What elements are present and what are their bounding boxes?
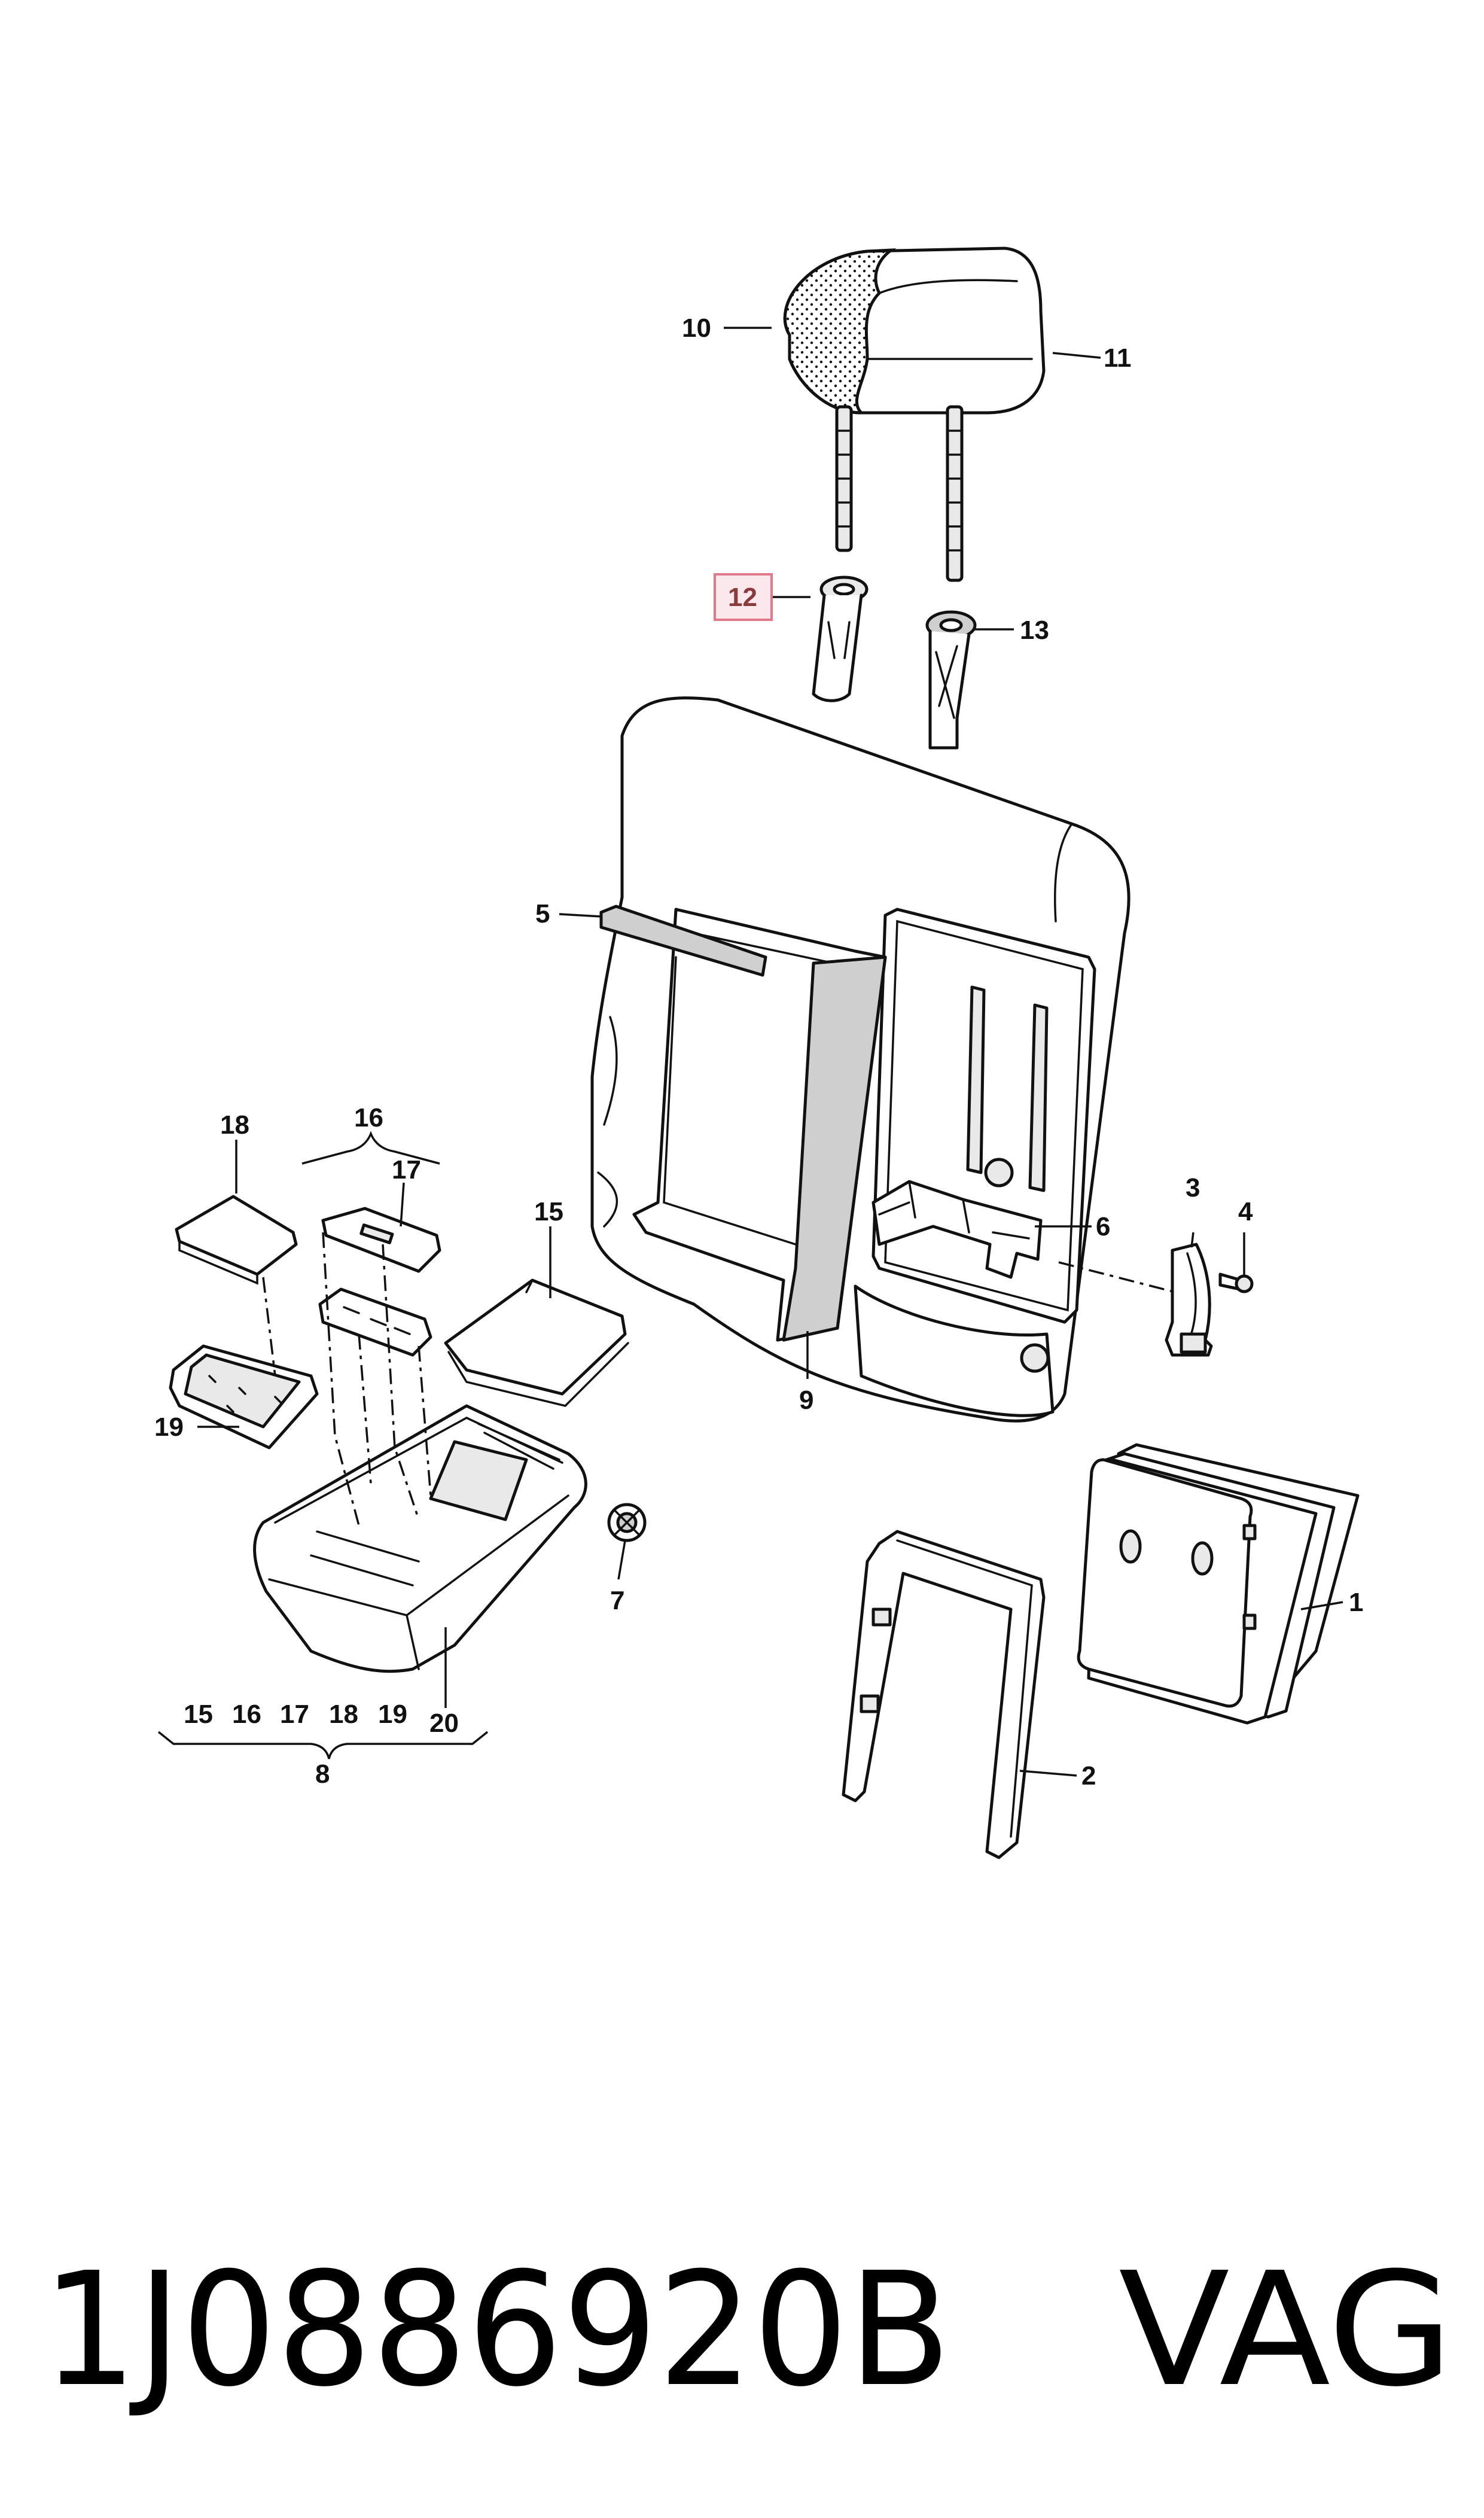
screw <box>1218 1272 1254 1293</box>
callout-16: 16 <box>354 1103 383 1132</box>
guide-sleeve-12 <box>812 576 869 702</box>
frame <box>842 1530 1046 1859</box>
part-number-label: 1J0886920B <box>42 2239 951 2421</box>
callout-1: 1 <box>1349 1588 1363 1617</box>
armrest-lid-15 <box>444 1278 629 1407</box>
armrest-housing <box>253 1404 587 1673</box>
callout-7: 7 <box>610 1586 624 1615</box>
hinge-plate-17 <box>321 1207 441 1273</box>
callout-5: 5 <box>535 899 550 928</box>
callout-17: 17 <box>392 1155 421 1185</box>
seat-pad <box>1077 1443 1360 1725</box>
callout-2: 2 <box>1081 1761 1096 1791</box>
callout-12: 12 <box>728 583 757 612</box>
callout-19: 19 <box>154 1412 184 1442</box>
callout-15: 15 <box>534 1197 563 1226</box>
highlight-box-12 <box>714 573 773 621</box>
callout-11: 11 <box>1104 343 1132 373</box>
group-member-19: 19 <box>378 1700 407 1729</box>
group-member-17: 17 <box>280 1700 309 1729</box>
armrest-insert-19 <box>169 1344 319 1450</box>
bracket <box>871 1180 1043 1279</box>
callout-13: 13 <box>1020 616 1049 645</box>
leader-lines <box>157 327 1343 1777</box>
callout-3: 3 <box>1186 1173 1200 1202</box>
armrest-frame <box>632 908 887 1342</box>
callout-6: 6 <box>1096 1212 1110 1241</box>
brand-label: VAG <box>1119 2239 1453 2421</box>
headrest <box>783 246 1046 582</box>
trim-strip <box>599 905 767 977</box>
group-member-15: 15 <box>184 1700 213 1729</box>
callout-18: 18 <box>220 1110 249 1140</box>
callout-4: 4 <box>1238 1197 1253 1226</box>
armrest-assembly-lines <box>262 1232 432 1526</box>
armrest-cover-18 <box>175 1195 298 1285</box>
group-member-16: 16 <box>232 1700 261 1729</box>
callouts: 10 11 12 13 5 6 3 4 9 7 1 2 18 16 17 15 … <box>154 313 1363 1791</box>
callout-9: 9 <box>799 1386 813 1415</box>
guide-sleeve-13 <box>925 610 977 750</box>
callout-20: 20 <box>429 1709 459 1738</box>
callout-8: 8 <box>315 1759 330 1789</box>
latch-cover <box>1165 1243 1213 1357</box>
group-member-18: 18 <box>329 1700 358 1729</box>
catch <box>607 1503 647 1542</box>
callout-10: 10 <box>682 313 711 343</box>
hinge-base-16 <box>318 1287 432 1357</box>
assembly-line-3 <box>1058 1261 1176 1293</box>
